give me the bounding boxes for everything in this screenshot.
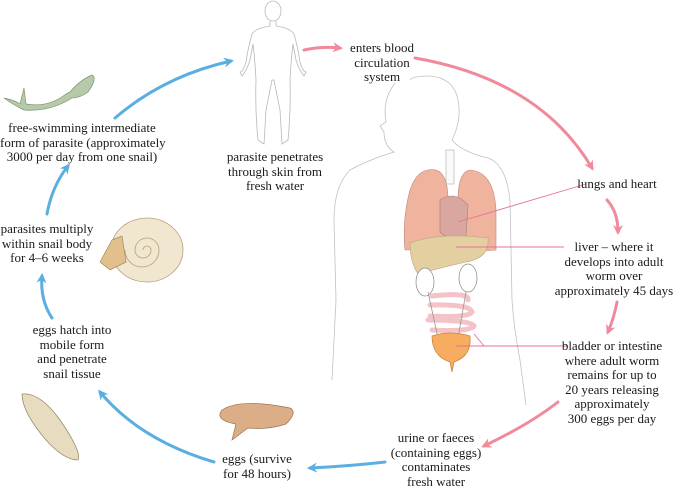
label-free-swimming: free-swimming intermediate form of paras… <box>0 120 166 164</box>
arrow-free-to-skin <box>113 57 234 120</box>
liver <box>409 235 489 275</box>
arrow-liver-to-bladder <box>606 300 619 335</box>
arrow-urine-to-eggs <box>307 460 387 473</box>
human-figure-full <box>239 0 307 145</box>
intestine <box>425 292 478 333</box>
arrow-skin-to-blood <box>302 42 343 53</box>
egg <box>219 403 294 441</box>
pointer-lungs <box>457 183 587 223</box>
label-multiply: parasites multiply within snail body for… <box>0 221 94 265</box>
pointer-bladder <box>456 333 568 347</box>
human-torso <box>331 75 587 406</box>
label-blood: enters blood circulation system <box>350 40 414 84</box>
lung-left <box>403 169 449 251</box>
arrow-eggs-to-hatch <box>98 389 216 464</box>
cycle-arrows <box>36 42 623 473</box>
miracidium <box>21 393 79 461</box>
label-lungs: lungs and heart <box>577 176 657 191</box>
arrow-blood-to-lungs <box>413 56 594 171</box>
label-urine: urine or faeces (containing eggs) contam… <box>390 430 482 489</box>
label-bladder: bladder or intestine where adult worm re… <box>561 338 663 426</box>
heart <box>439 195 469 240</box>
arrow-bladder-to-urine <box>481 400 560 448</box>
arrow-hatch-to-multiply <box>36 273 54 320</box>
label-hatch: eggs hatch into mobile form and penetrat… <box>32 322 112 381</box>
label-eggs: eggs (survive for 48 hours) <box>222 451 292 481</box>
snail <box>99 217 184 283</box>
label-skin: parasite penetrates through skin from fr… <box>226 149 324 193</box>
bladder <box>431 332 471 373</box>
arrow-multiply-to-free <box>45 163 70 216</box>
label-liver: liver – where it develops into adult wor… <box>554 239 674 298</box>
arrow-lungs-to-liver <box>605 198 623 235</box>
cercaria <box>3 74 95 111</box>
